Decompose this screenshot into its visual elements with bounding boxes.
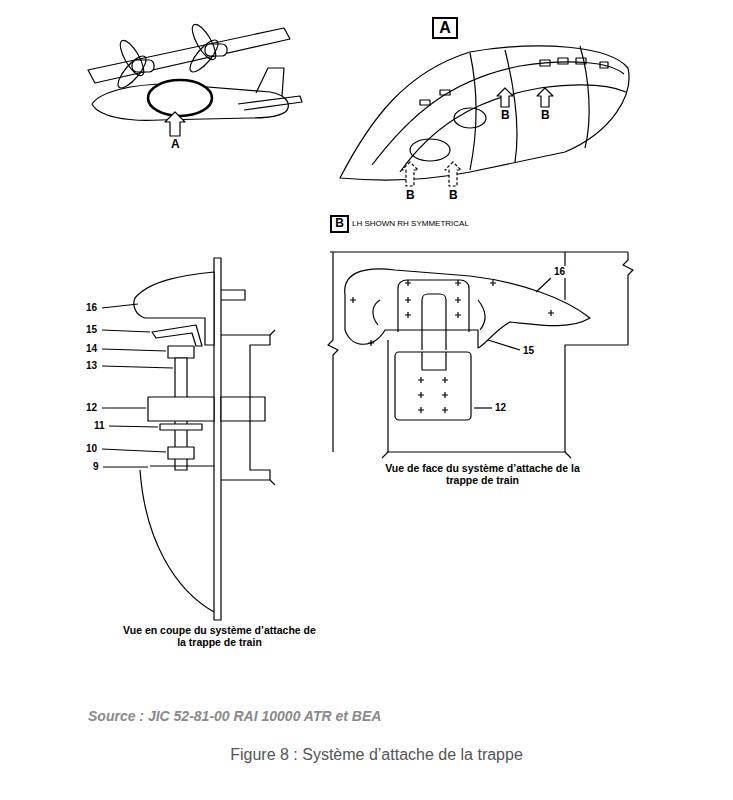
callout-number: 10	[85, 443, 98, 455]
callout-number: 13	[85, 360, 98, 372]
section-view	[102, 258, 275, 620]
source-note: Source : JIC 52-81-00 RAI 10000 ATR et B…	[88, 708, 381, 724]
callout-number: 12	[494, 402, 507, 414]
box-letter: B	[335, 217, 344, 230]
view-box-label: A	[432, 17, 458, 39]
fairing-view	[340, 46, 629, 186]
callout-number: 15	[522, 345, 535, 357]
callout-number: 15	[85, 324, 98, 336]
view-box-label: B	[330, 215, 349, 233]
callout-number: 9	[92, 461, 100, 473]
view-letter: A	[170, 138, 181, 152]
view-letter: B	[405, 189, 416, 203]
front-view	[328, 252, 633, 458]
figure-caption: Figure 8 : Système d’attache de la trapp…	[20, 746, 733, 764]
view-note: LH SHOWN RH SYMMETRICAL	[352, 219, 469, 228]
view-letter: B	[500, 109, 511, 123]
callout-number: 16	[85, 302, 98, 314]
box-letter: A	[439, 19, 451, 37]
callout-number: 11	[93, 420, 106, 432]
view-letter: B	[448, 189, 459, 203]
aircraft-sketch	[88, 21, 302, 136]
callout-number: 12	[85, 402, 98, 414]
callout-number: 14	[85, 343, 98, 355]
view-caption: Vue de face du système d’attache de la t…	[385, 462, 580, 486]
view-caption: Vue en coupe du système d’attache de la …	[122, 624, 317, 648]
view-letter: B	[540, 109, 551, 123]
callout-number: 16	[553, 266, 566, 278]
